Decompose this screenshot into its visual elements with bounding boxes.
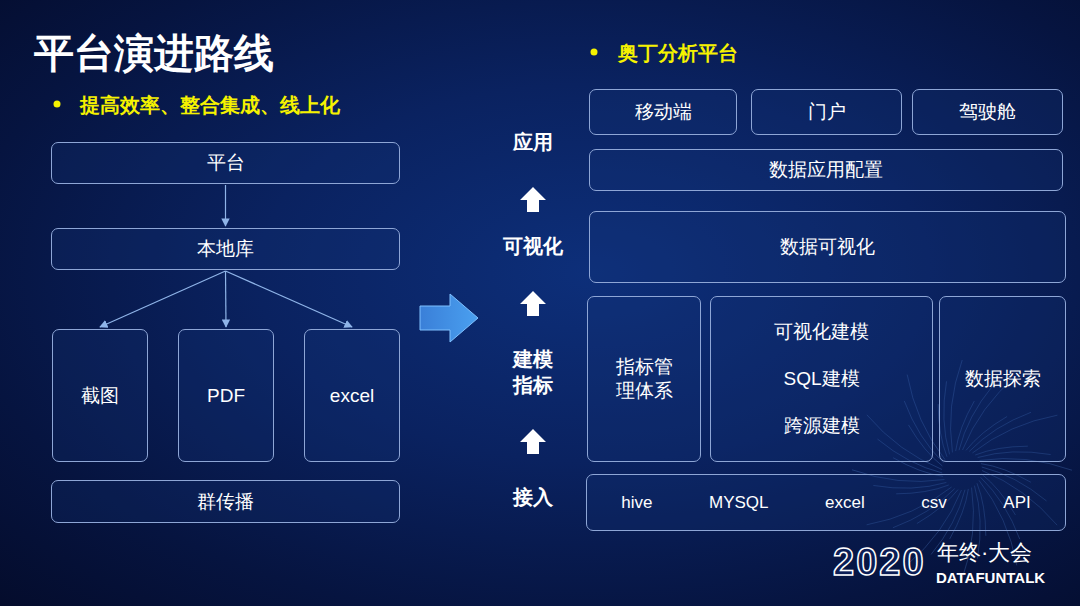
box-label: 数据探索	[965, 367, 1041, 391]
box-label: 移动端	[635, 100, 692, 124]
process-box: hive MYSQL excel csv API	[586, 474, 1066, 531]
process-box: 平台	[51, 142, 400, 184]
watermark: 2020	[833, 541, 926, 584]
flow-arrow	[100, 271, 226, 327]
box-label: 数据可视化	[780, 235, 875, 259]
process-box: 截图	[52, 329, 148, 462]
flow-arrow	[225, 185, 226, 226]
box-label: 截图	[81, 384, 119, 408]
box-label: hive	[621, 492, 652, 513]
box-label: 平台	[207, 151, 245, 175]
box-label: 可视化建模	[774, 320, 869, 344]
flow-arrow	[226, 271, 353, 327]
process-box: 数据可视化	[589, 211, 1066, 283]
box-label: PDF	[207, 384, 245, 408]
watermark: DATAFUNTALK	[936, 569, 1045, 586]
box-label: MYSQL	[709, 492, 769, 513]
process-box: 本地库	[51, 228, 400, 270]
bullet-dot	[591, 49, 598, 56]
process-box: PDF	[178, 329, 274, 462]
box-label: 门户	[808, 100, 846, 124]
process-box: 移动端	[589, 89, 737, 135]
box-label: 群传播	[197, 490, 254, 514]
box-label: excel	[825, 492, 865, 513]
process-box: excel	[304, 329, 400, 462]
box-label: API	[1003, 492, 1030, 513]
flow-arrow	[225, 271, 227, 327]
process-box: 驾驶舱	[912, 89, 1063, 135]
bullet-text: 提高效率、整合集成、线上化	[80, 92, 340, 119]
layer-label: 建模 指标	[510, 346, 556, 398]
process-box: 群传播	[51, 480, 400, 523]
transition-arrow	[420, 294, 478, 342]
box-label: 驾驶舱	[959, 100, 1016, 124]
process-box: 指标管 理体系	[587, 296, 701, 462]
process-box: 数据应用配置	[589, 149, 1063, 191]
bullet-dot	[54, 101, 61, 108]
box-label: SQL建模	[783, 367, 859, 391]
layer-label: 接入	[493, 484, 573, 511]
up-arrow	[520, 429, 546, 454]
layer-label: 可视化	[493, 233, 573, 260]
bullet-text: 奥丁分析平台	[618, 40, 738, 67]
box-label: 数据应用配置	[769, 158, 883, 182]
layer-label: 应用	[493, 129, 573, 156]
process-box: 门户	[751, 89, 902, 135]
process-box: 数据探索	[939, 296, 1066, 462]
layer-arrows	[520, 187, 546, 454]
box-label: excel	[330, 384, 374, 408]
up-arrow	[520, 187, 546, 212]
watermark: 年终·大会	[937, 538, 1032, 568]
box-label: 本地库	[197, 237, 254, 261]
box-label: 指标管 理体系	[598, 355, 690, 403]
box-label: 跨源建模	[784, 414, 860, 438]
up-arrow	[520, 291, 546, 316]
page-title: 平台演进路线	[34, 26, 274, 81]
box-label: csv	[921, 492, 947, 513]
process-box: 可视化建模 SQL建模跨源建模	[710, 296, 933, 462]
